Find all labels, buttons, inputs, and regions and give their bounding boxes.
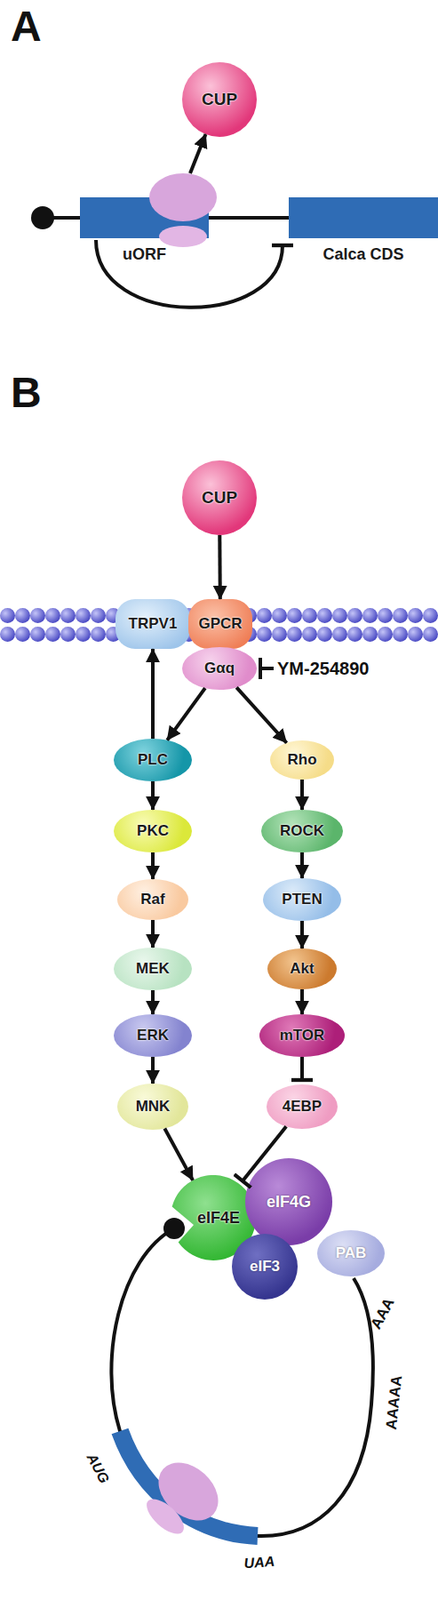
node-label: Calca CDS xyxy=(288,245,438,264)
peptide-circle: CUP xyxy=(182,460,257,535)
channel-node: TRPV1 xyxy=(115,598,191,649)
peptide-circle: CUP xyxy=(182,62,257,137)
pathway-node: Rho xyxy=(270,740,335,780)
initiation-factor-node: eIF3 xyxy=(231,1233,298,1299)
annotation-label: AUG xyxy=(83,1449,113,1486)
arrow-connector xyxy=(217,534,223,599)
annotation-label: YM-254890 xyxy=(277,658,369,679)
arrow-connector xyxy=(151,919,155,948)
node-label: MEK xyxy=(135,959,170,978)
inhibition-connector xyxy=(300,1056,304,1080)
node-label: PLC xyxy=(137,750,168,769)
pathway-node: MEK xyxy=(113,947,192,990)
node-label: TRPV1 xyxy=(128,614,178,633)
gprotein-node: Gαq xyxy=(182,646,257,690)
pathway-node: PTEN xyxy=(262,877,342,921)
arrow-connector xyxy=(300,988,304,1014)
node-label: ROCK xyxy=(279,821,325,840)
node-label: eIF4E xyxy=(197,1208,240,1227)
annotation-label: AAA xyxy=(367,1294,399,1332)
inhibitor-bar xyxy=(258,657,263,679)
node-label: 4EBP xyxy=(282,1097,322,1115)
node-label: Akt xyxy=(289,959,314,978)
node-label: PKC xyxy=(136,821,169,840)
arrow-connector xyxy=(300,852,304,878)
node-label: CUP xyxy=(201,89,238,110)
arrow-connector xyxy=(164,1128,193,1180)
node-label: Gαq xyxy=(204,659,235,677)
coding-region xyxy=(119,1430,258,1536)
panel-letter: A xyxy=(10,1,42,51)
polya-binding-node: PAB xyxy=(317,1229,385,1276)
receptor-node: GPCR xyxy=(188,598,253,649)
pathway-node: mTOR xyxy=(259,1013,345,1057)
arrow-connector xyxy=(300,779,304,810)
inhibitor-line xyxy=(260,666,274,670)
uorf-box: uORF xyxy=(79,197,209,239)
pathway-node: 4EBP xyxy=(266,1083,338,1129)
node-label: eIF4G xyxy=(266,1192,311,1211)
node-label: PTEN xyxy=(281,890,322,908)
node-label: Rho xyxy=(286,750,317,769)
node-label: MNK xyxy=(135,1097,171,1115)
pathway-node: MNK xyxy=(117,1083,189,1130)
node-label: ERK xyxy=(136,1026,169,1044)
pathway-node: Akt xyxy=(267,947,337,989)
pathway-node: Raf xyxy=(117,878,189,920)
node-label: PAB xyxy=(335,1243,367,1262)
scaffold-node: eIF4G xyxy=(245,1157,333,1245)
arrow-connector xyxy=(151,852,155,879)
panel-letter: B xyxy=(10,367,42,417)
node-label: eIF3 xyxy=(249,1257,280,1275)
node-label: Raf xyxy=(140,890,165,908)
node-label: mTOR xyxy=(279,1026,326,1044)
arrow-connector xyxy=(151,989,155,1014)
node-label: CUP xyxy=(201,487,238,508)
ribosome xyxy=(141,1450,231,1540)
pathway-node: ERK xyxy=(113,1013,192,1057)
pathway-node: PLC xyxy=(113,738,192,781)
cds-box: Calca CDS xyxy=(288,197,438,239)
annotation-label: AAAAA xyxy=(382,1373,407,1430)
node-label: uORF xyxy=(79,245,209,264)
arrow-connector xyxy=(151,1056,155,1084)
arrow-connector xyxy=(236,686,287,742)
pathway-node: PKC xyxy=(113,809,192,853)
arrow-connector xyxy=(190,134,206,174)
inhibition-connector xyxy=(242,1125,287,1180)
mrna-loop xyxy=(111,1227,373,1536)
arrow-connector xyxy=(151,780,155,810)
annotation-label: UAA xyxy=(243,1552,276,1571)
arrow-connector xyxy=(167,687,206,741)
node-label: GPCR xyxy=(198,614,242,633)
arrow-connector xyxy=(151,648,155,739)
mrna-cap xyxy=(163,1217,185,1239)
arrow-connector xyxy=(300,920,304,948)
pathway-node: ROCK xyxy=(261,809,343,853)
mrna-cap xyxy=(31,206,55,230)
inhibition-connector xyxy=(95,239,283,308)
